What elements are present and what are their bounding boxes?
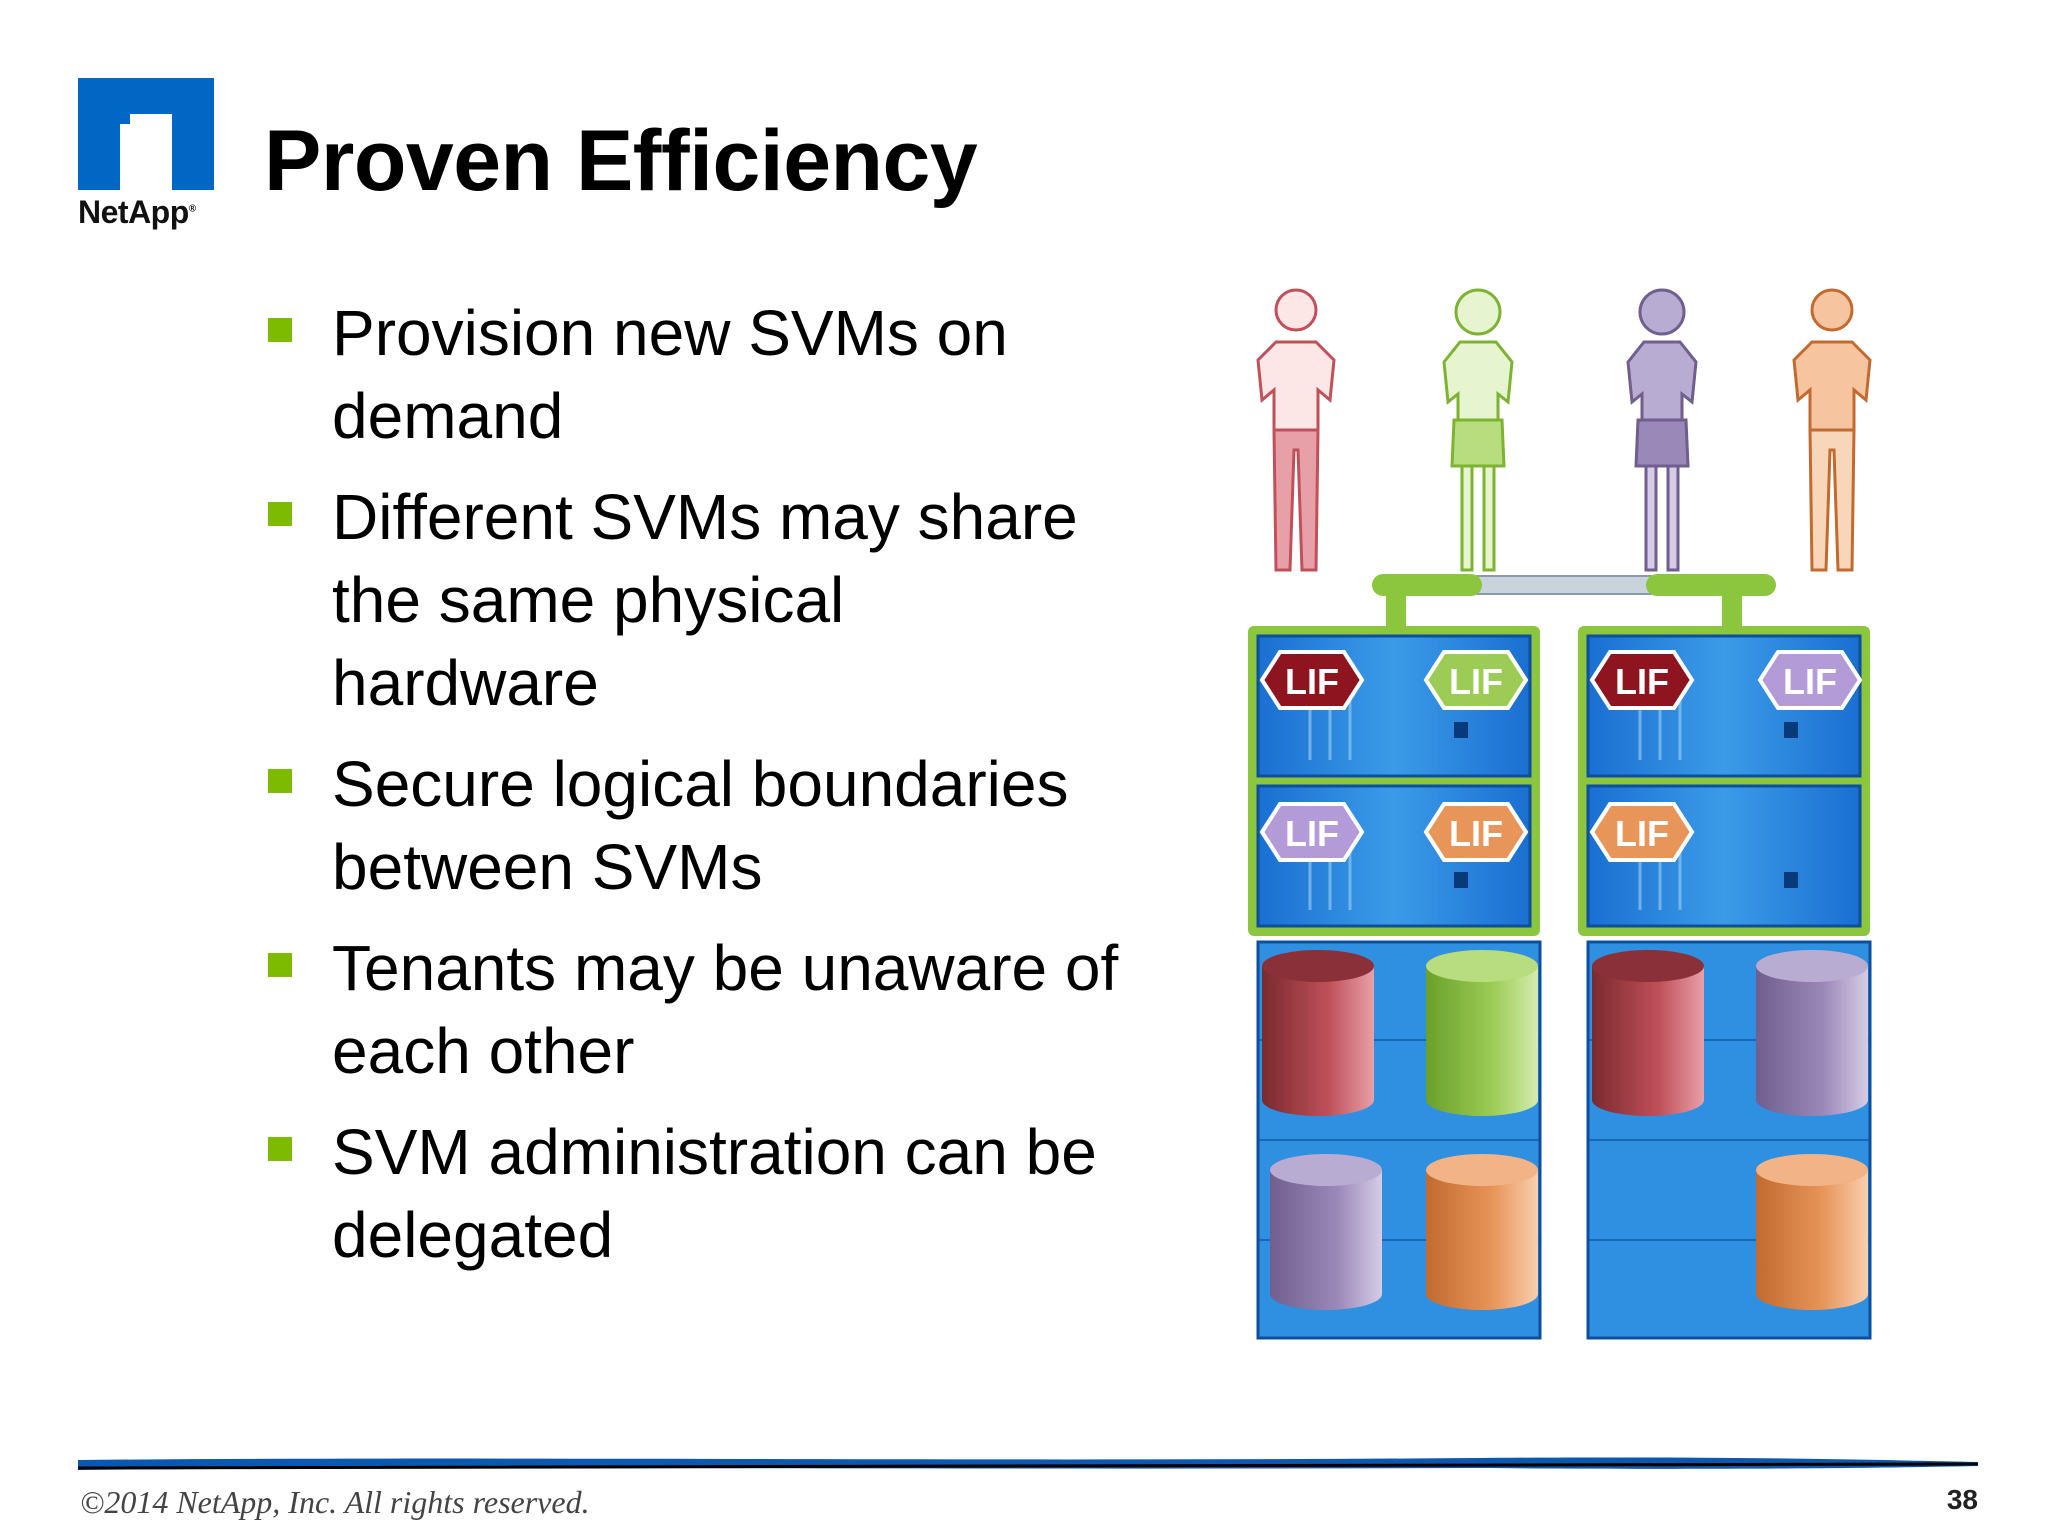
svg-text:LIF: LIF: [1449, 661, 1503, 702]
bullet-item: Provision new SVMs on demand: [268, 292, 1128, 458]
volume-cylinder-icon: [1426, 950, 1538, 1116]
volume-cylinder-icon: [1262, 950, 1374, 1116]
lif-badge: LIF: [1259, 802, 1365, 862]
cluster-interconnect: [1372, 574, 1776, 630]
page-number: 38: [1946, 1484, 1978, 1515]
logo-wordmark: NetApp®: [78, 194, 196, 230]
lif-badge: LIF: [1589, 802, 1695, 862]
svg-text:LIF: LIF: [1615, 661, 1669, 702]
volume-cylinder-icon: [1270, 1154, 1382, 1310]
bullet-square-icon: [268, 953, 292, 977]
svg-text:LIF: LIF: [1449, 813, 1503, 854]
lif-badge: LIF: [1757, 650, 1863, 710]
volume-cylinder-icon: [1592, 950, 1704, 1116]
volume-cylinder-icon: [1756, 950, 1868, 1116]
bullet-item: Different SVMs may share the same physic…: [268, 476, 1128, 725]
svg-text:LIF: LIF: [1285, 813, 1339, 854]
lif-badge: LIF: [1589, 650, 1695, 710]
svm-diagram: LIF LIF LIF LIF LIF LIF LIF: [1248, 288, 1872, 1340]
bullet-item: Tenants may be unaware of each other: [268, 927, 1128, 1093]
tenant-person-icon: [1256, 288, 1336, 572]
volume-cylinder-icon: [1426, 1154, 1538, 1310]
svg-text:LIF: LIF: [1615, 813, 1669, 854]
bullet-square-icon: [268, 769, 292, 793]
volume-cylinder-icon: [1756, 1154, 1868, 1310]
bullet-item: Secure logical boundaries between SVMs: [268, 743, 1128, 909]
svg-text:LIF: LIF: [1783, 661, 1837, 702]
lif-badge: LIF: [1259, 650, 1365, 710]
bullet-list: Provision new SVMs on demand Different S…: [268, 292, 1128, 1295]
tenant-person-icon: [1626, 288, 1698, 572]
tenant-person-icon: [1792, 288, 1872, 572]
netapp-n-icon: [78, 78, 214, 190]
bullet-square-icon: [268, 502, 292, 526]
footer-divider: [78, 1457, 1978, 1470]
bullet-item: SVM administration can be delegated: [268, 1111, 1128, 1277]
svg-text:LIF: LIF: [1285, 661, 1339, 702]
netapp-logo: NetApp®: [78, 78, 226, 231]
lif-badge: LIF: [1423, 802, 1529, 862]
bullet-square-icon: [268, 318, 292, 342]
lif-badge: LIF: [1423, 650, 1529, 710]
slide-title: Proven Efficiency: [264, 113, 978, 209]
tenant-person-icon: [1442, 288, 1514, 572]
bullet-square-icon: [268, 1137, 292, 1161]
copyright-text: ©2014 NetApp, Inc. All rights reserved.: [80, 1484, 590, 1520]
